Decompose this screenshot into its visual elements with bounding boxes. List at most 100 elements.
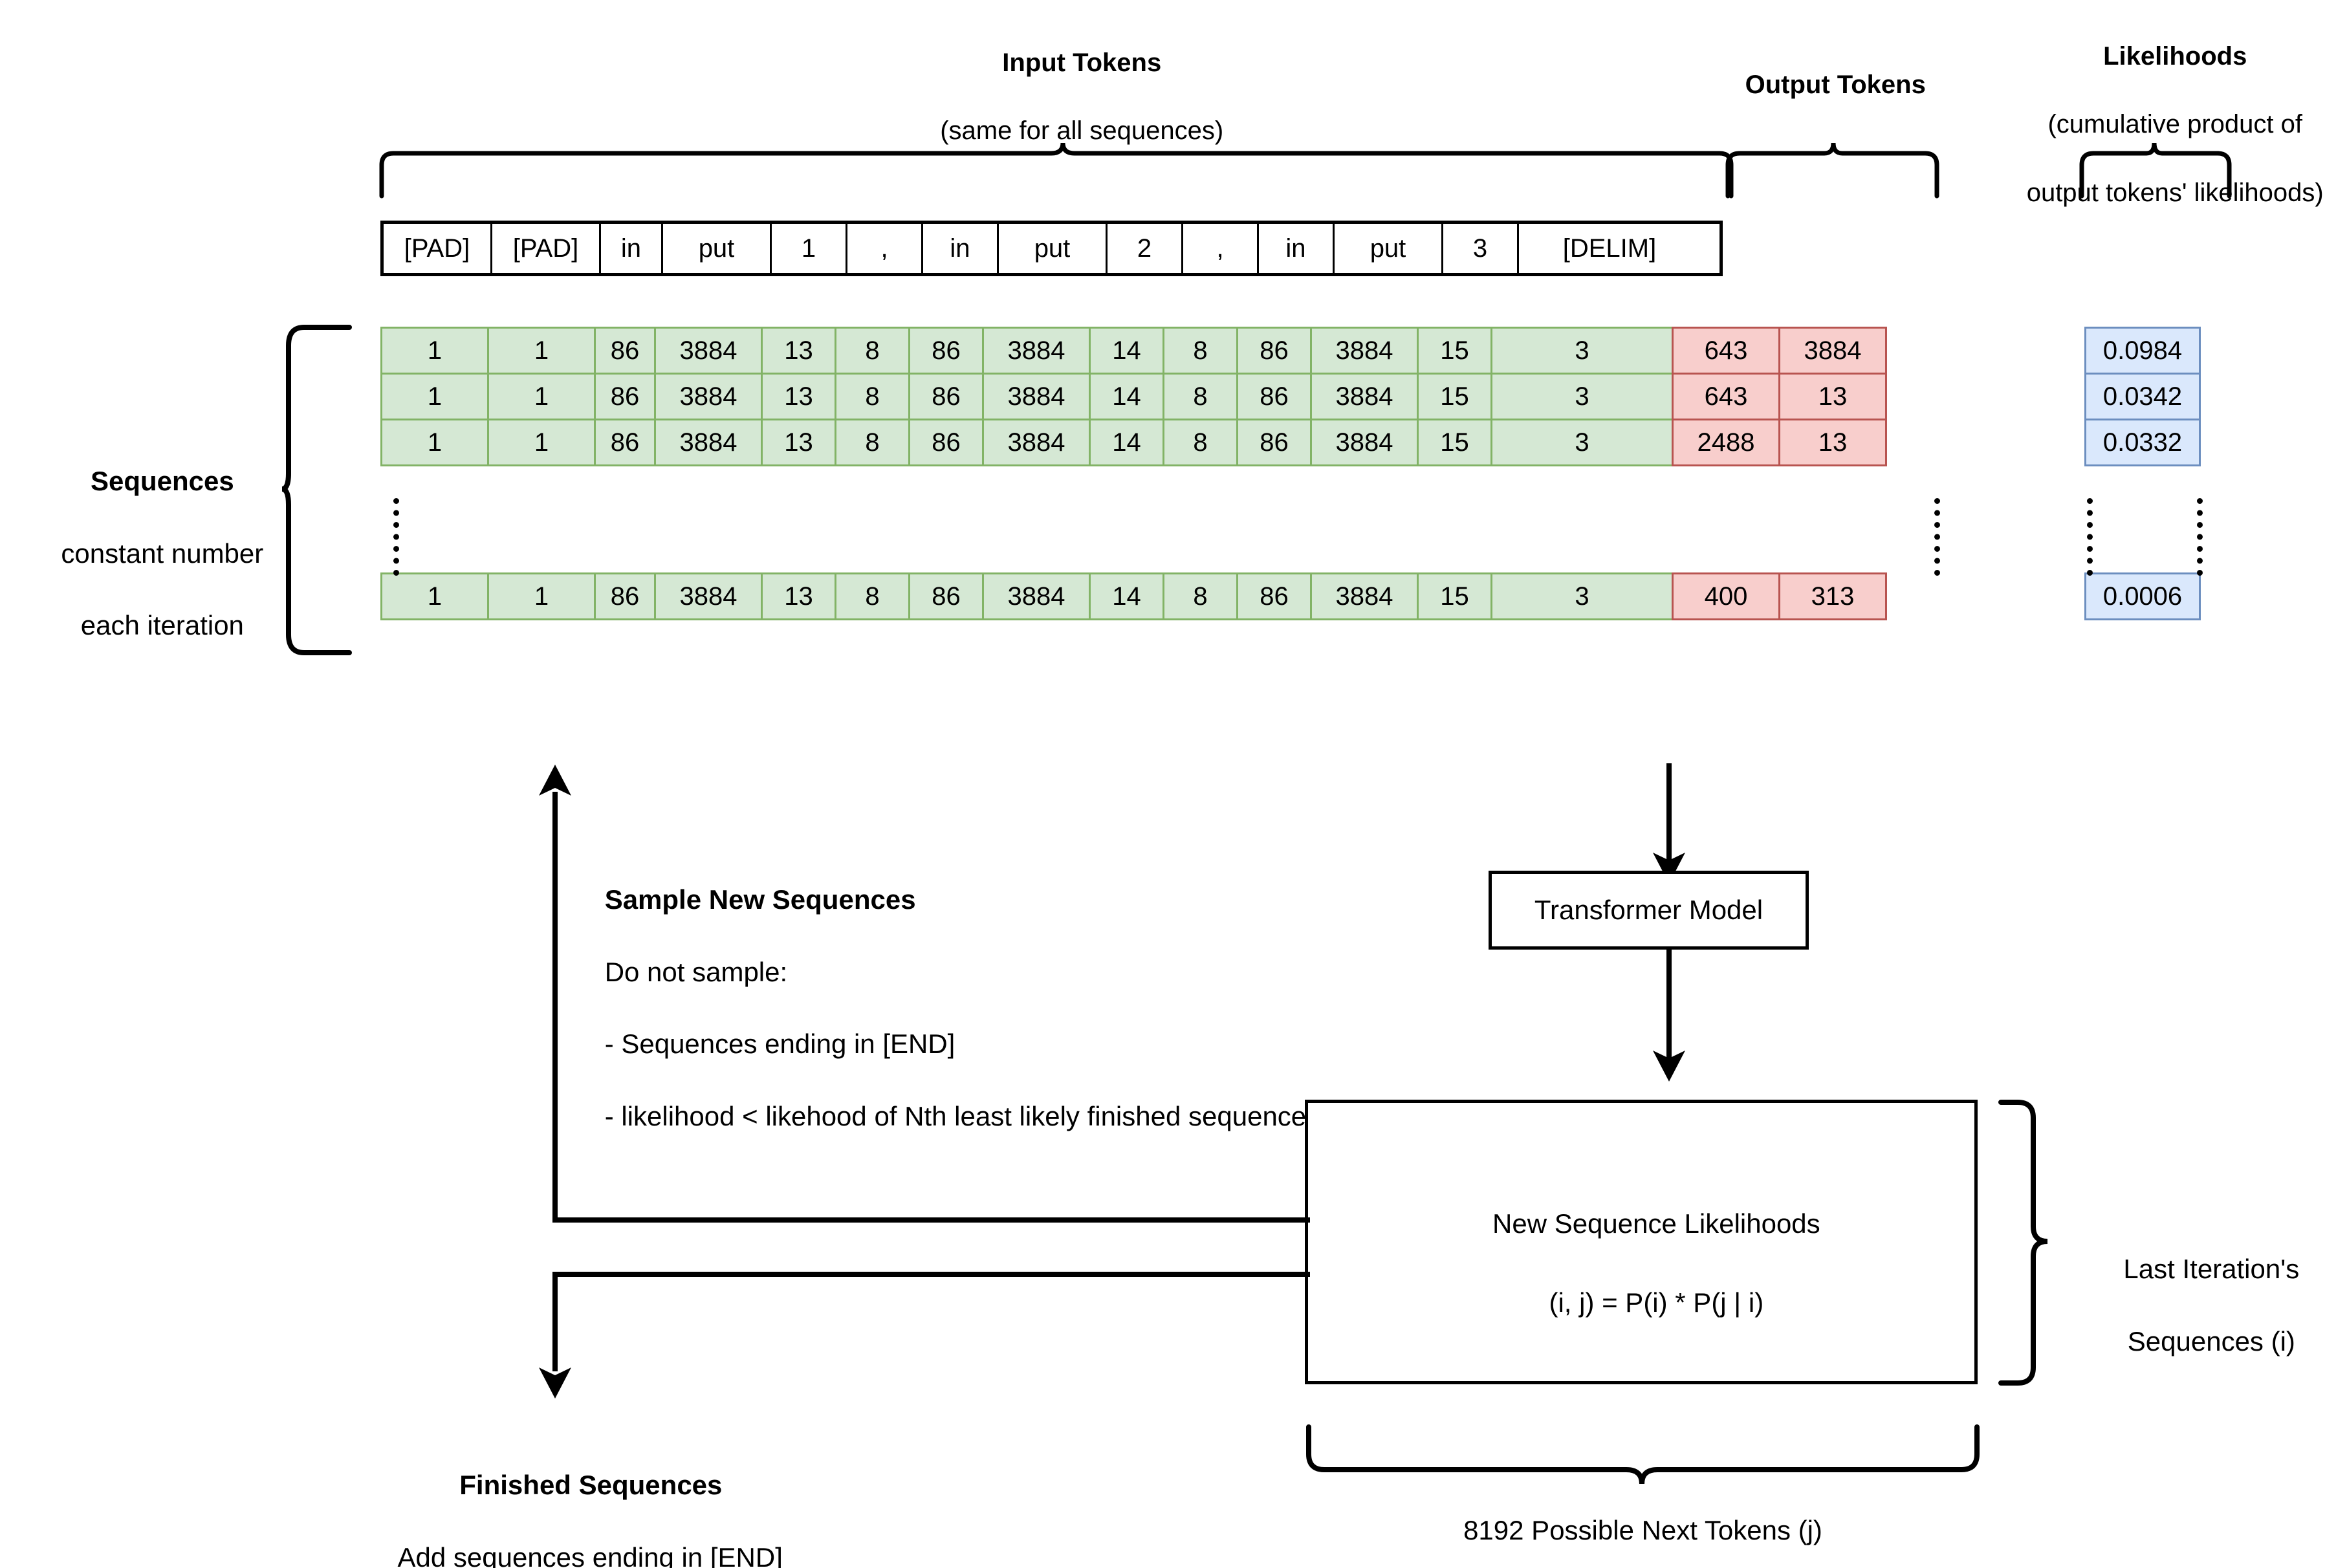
sample-block-line3: - likelihood < likehood of Nth least lik… xyxy=(604,1101,1307,1132)
likelihood-ellipsis-right xyxy=(2197,498,2203,576)
last-iteration-line1: Last Iteration's xyxy=(2123,1253,2300,1284)
likelihoods-header: Likelihoods (cumulative product of outpu… xyxy=(1980,5,2342,245)
input-tokens-subtitle: (same for all sequences) xyxy=(940,116,1224,146)
last-iteration-label: Last Iteration's Sequences (i) xyxy=(2057,1215,2335,1395)
next-tokens-brace xyxy=(1305,1424,1981,1496)
likelihoods-title: Likelihoods xyxy=(2103,41,2247,71)
output-tokens-brace xyxy=(1724,139,1941,199)
sequences-brace xyxy=(279,323,357,657)
seq-input-cell: 3884 xyxy=(982,373,1091,420)
output-tokens-header: Output Tokens xyxy=(1685,34,1957,136)
seq-input-cell: 86 xyxy=(1236,373,1312,420)
input-token-cell: put xyxy=(1335,224,1443,273)
seq-input-cell: 86 xyxy=(1236,419,1312,466)
feedback-path-sample xyxy=(524,763,1320,1236)
input-tokens-header: Input Tokens (same for all sequences) xyxy=(770,12,1365,182)
seq-input-cell: 1 xyxy=(380,373,489,420)
last-iteration-line2: Sequences (i) xyxy=(2127,1325,2295,1356)
seq-input-cell: 86 xyxy=(1236,572,1312,620)
new-sequence-likelihoods-box: New Sequence Likelihoods (i, j) = P(i) *… xyxy=(1305,1100,1978,1384)
seq-output-cell: 313 xyxy=(1778,572,1887,620)
sample-block-line1: Do not sample: xyxy=(604,956,788,987)
last-iteration-brace xyxy=(1988,1100,2059,1386)
sample-block-title: Sample New Sequences xyxy=(604,884,916,915)
input-token-cell: 1 xyxy=(772,224,847,273)
seq-input-cell: 3884 xyxy=(654,572,763,620)
seq-input-cell: 86 xyxy=(594,419,656,466)
input-tokens-brace xyxy=(375,139,1734,199)
seq-input-cell: 86 xyxy=(594,572,656,620)
input-tokens-title: Input Tokens xyxy=(1002,48,1162,77)
sample-block-line2: - Sequences ending in [END] xyxy=(604,1029,955,1060)
sequence-row: 1 1 86 3884 13 8 86 3884 14 8 86 3884 15… xyxy=(380,572,1887,620)
seq-input-cell: 8 xyxy=(1163,572,1238,620)
sequences-label-line2: each iteration xyxy=(80,610,244,641)
sequence-row: 1 1 86 3884 13 8 86 3884 14 8 86 3884 15… xyxy=(380,327,1887,375)
seq-likelihood-cell: 0.0332 xyxy=(2084,419,2201,466)
likelihood-ellipsis-left xyxy=(2087,498,2093,576)
seq-input-cell: 14 xyxy=(1089,572,1164,620)
seq-input-cell: 86 xyxy=(594,373,656,420)
input-token-cell: 2 xyxy=(1108,224,1183,273)
seq-input-cell: 3884 xyxy=(1310,327,1419,375)
sequences-ellipsis-right xyxy=(1934,498,1940,576)
seq-input-cell: 3884 xyxy=(1310,419,1419,466)
seq-output-cell: 2488 xyxy=(1672,419,1780,466)
seq-input-cell: 8 xyxy=(835,419,910,466)
seq-input-cell: 8 xyxy=(835,327,910,375)
input-token-cell: 3 xyxy=(1443,224,1519,273)
seq-input-cell: 13 xyxy=(761,327,836,375)
seq-input-cell: 3 xyxy=(1490,327,1674,375)
seq-input-cell: 86 xyxy=(594,327,656,375)
seq-input-cell: 3884 xyxy=(982,572,1091,620)
finished-block-line1: Add sequences ending in [END] xyxy=(397,1541,783,1568)
seq-input-cell: 3884 xyxy=(654,419,763,466)
seq-input-cell: 15 xyxy=(1417,419,1492,466)
seq-input-cell: 3884 xyxy=(1310,572,1419,620)
arrow-sequences-to-transformer xyxy=(1643,763,1695,886)
input-token-cell: , xyxy=(847,224,923,273)
seq-input-cell: 3884 xyxy=(654,327,763,375)
seq-output-cell: 13 xyxy=(1778,373,1887,420)
input-token-cell: [PAD] xyxy=(492,224,601,273)
input-token-cell: in xyxy=(601,224,663,273)
sequences-label-line1: constant number xyxy=(61,538,264,569)
seq-input-cell: 1 xyxy=(487,572,596,620)
seq-input-cell: 8 xyxy=(1163,327,1238,375)
likelihoods-subtitle-line2: output tokens' likelihoods) xyxy=(2026,178,2324,207)
input-token-cell: , xyxy=(1183,224,1259,273)
seq-input-cell: 13 xyxy=(761,572,836,620)
seq-output-cell: 643 xyxy=(1672,373,1780,420)
seq-input-cell: 8 xyxy=(835,572,910,620)
finished-block-title: Finished Sequences xyxy=(459,1469,723,1500)
input-token-cell: [DELIM] xyxy=(1519,224,1700,273)
seq-input-cell: 1 xyxy=(380,327,489,375)
sequences-ellipsis-left xyxy=(393,498,399,576)
seq-input-cell: 15 xyxy=(1417,572,1492,620)
seq-input-cell: 86 xyxy=(908,373,984,420)
new-seq-likelihoods-line1: New Sequence Likelihoods xyxy=(1492,1208,1820,1239)
seq-input-cell: 3 xyxy=(1490,419,1674,466)
likelihoods-brace xyxy=(2078,139,2233,199)
seq-likelihood-cell: 0.0984 xyxy=(2084,327,2201,375)
sequence-row: 1 1 86 3884 13 8 86 3884 14 8 86 3884 15… xyxy=(380,419,1887,466)
seq-input-cell: 8 xyxy=(1163,373,1238,420)
seq-output-cell: 3884 xyxy=(1778,327,1887,375)
seq-likelihood-cell: 0.0342 xyxy=(2084,373,2201,420)
seq-input-cell: 86 xyxy=(908,419,984,466)
seq-input-cell: 1 xyxy=(487,373,596,420)
seq-input-cell: 13 xyxy=(761,373,836,420)
next-tokens-label: 8192 Possible Next Tokens (j) xyxy=(1463,1515,1822,1545)
seq-input-cell: 3884 xyxy=(1310,373,1419,420)
input-token-strip: [PAD] [PAD] in put 1 , in put 2 , in put… xyxy=(380,221,1723,276)
seq-output-cell: 13 xyxy=(1778,419,1887,466)
seq-input-cell: 3884 xyxy=(654,373,763,420)
seq-input-cell: 13 xyxy=(761,419,836,466)
sequences-label: Sequences constant number each iteration xyxy=(19,427,275,680)
seq-input-cell: 8 xyxy=(1163,419,1238,466)
seq-input-cell: 3884 xyxy=(982,419,1091,466)
seq-input-cell: 1 xyxy=(487,327,596,375)
output-tokens-title: Output Tokens xyxy=(1745,70,1926,99)
sequences-label-title: Sequences xyxy=(90,465,234,496)
input-token-cell: [PAD] xyxy=(384,224,492,273)
